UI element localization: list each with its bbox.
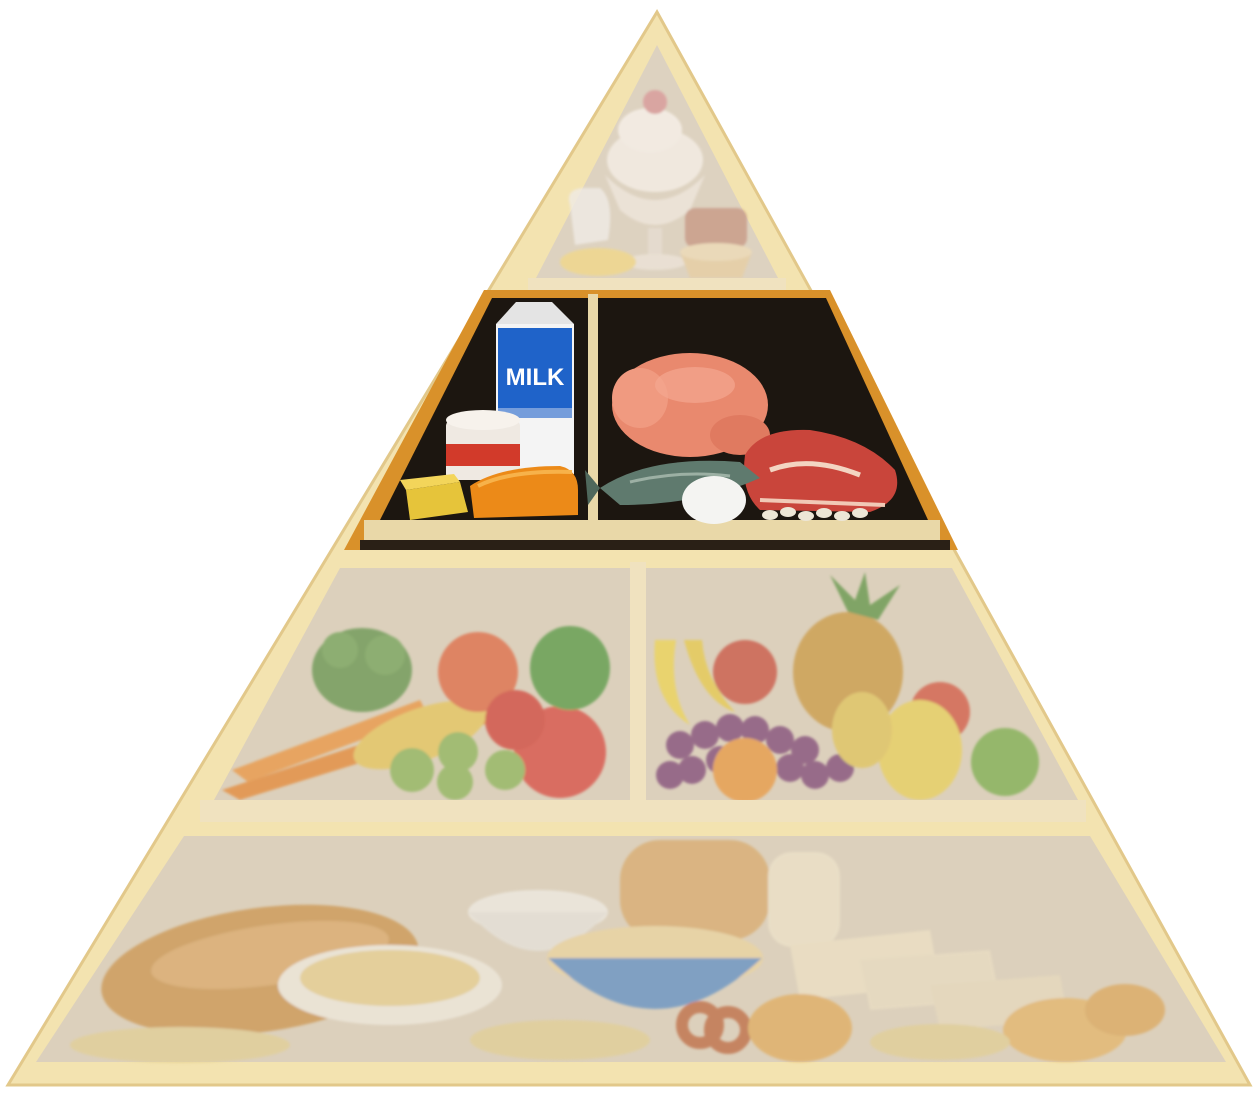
yogurt-cup (446, 410, 520, 480)
cake (685, 208, 747, 248)
dairy-protein-shelf (364, 520, 940, 540)
sweets-shelf (528, 278, 786, 290)
pear (878, 700, 962, 800)
milk-label: MILK (506, 364, 565, 391)
orange (713, 738, 777, 802)
tier-grains (36, 836, 1226, 1063)
egg (682, 476, 746, 524)
veg-fruit-shelf (200, 800, 1086, 822)
butter (560, 248, 636, 276)
green-pepper (530, 626, 610, 710)
tier-dairy-and-protein: MILK (344, 290, 958, 550)
lime (971, 728, 1039, 796)
veg-fruit-divider (630, 562, 646, 808)
pitcher (569, 188, 610, 245)
butter-block (400, 474, 468, 520)
tier-vegetables-and-fruits (200, 562, 1086, 822)
apple (713, 640, 777, 704)
pasta-plate (278, 945, 502, 1025)
